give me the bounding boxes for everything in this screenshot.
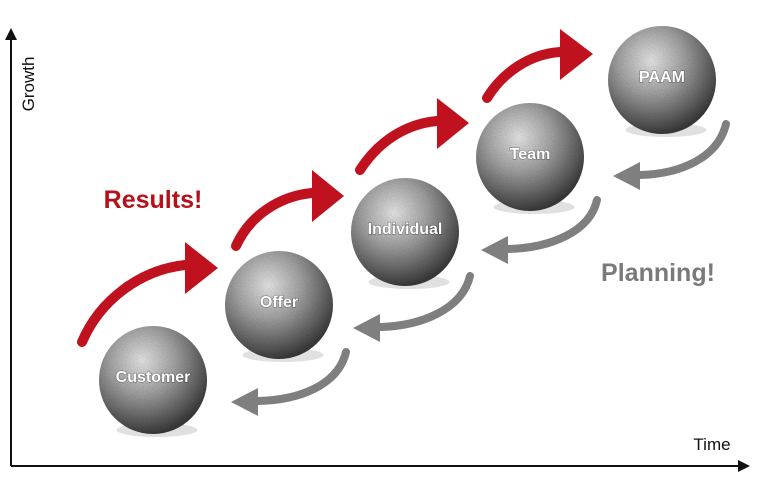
stage-label: Team [510, 146, 551, 163]
stone-ball [99, 326, 207, 434]
stage-ball-team: Team [476, 103, 584, 214]
planning-arrow-body [376, 272, 474, 331]
planning-arrows [231, 120, 730, 416]
results-label: Results! [104, 186, 203, 214]
x-axis-arrowhead [738, 460, 750, 472]
y-axis [5, 28, 17, 466]
stage-label: Customer [116, 369, 191, 386]
stage-ball-paam: PAAM [608, 26, 716, 137]
planning-arrowhead [613, 162, 640, 190]
results-arrow-body [482, 47, 565, 103]
planning-arrowhead [481, 236, 508, 264]
results-arrow-body [231, 188, 317, 251]
results-arrowhead [560, 29, 593, 80]
results-arrowhead [185, 242, 218, 294]
stage-label: Individual [368, 221, 443, 238]
stage-ball-customer: Customer [99, 326, 207, 437]
planning-arrowhead [353, 314, 380, 342]
y-axis-arrowhead [5, 28, 17, 40]
stage-label: PAAM [639, 69, 685, 86]
stone-ball [608, 26, 716, 134]
x-axis [11, 460, 750, 472]
planning-arrow-body [636, 120, 730, 179]
planning-arrowhead [231, 388, 258, 416]
stone-ball [225, 251, 333, 359]
stage-ball-offer: Offer [225, 251, 333, 362]
y-axis-label: Growth [19, 57, 38, 112]
planning-label: Planning! [601, 259, 715, 287]
stage-label: Offer [260, 294, 298, 311]
planning-arrow-body [504, 196, 601, 253]
results-arrowhead [437, 98, 469, 149]
stone-ball [351, 178, 459, 286]
results-arrow-body [355, 116, 442, 175]
results-arrowhead [312, 170, 344, 222]
stage-ball-individual: Individual [351, 178, 459, 289]
planning-arrow-body [254, 348, 350, 405]
stone-ball [476, 103, 584, 211]
results-arrows [77, 29, 593, 347]
results-arrow-body [77, 260, 190, 347]
x-axis-label: Time [693, 435, 730, 454]
stage-balls: Customer Offer Individual Team PAAM [99, 26, 716, 437]
